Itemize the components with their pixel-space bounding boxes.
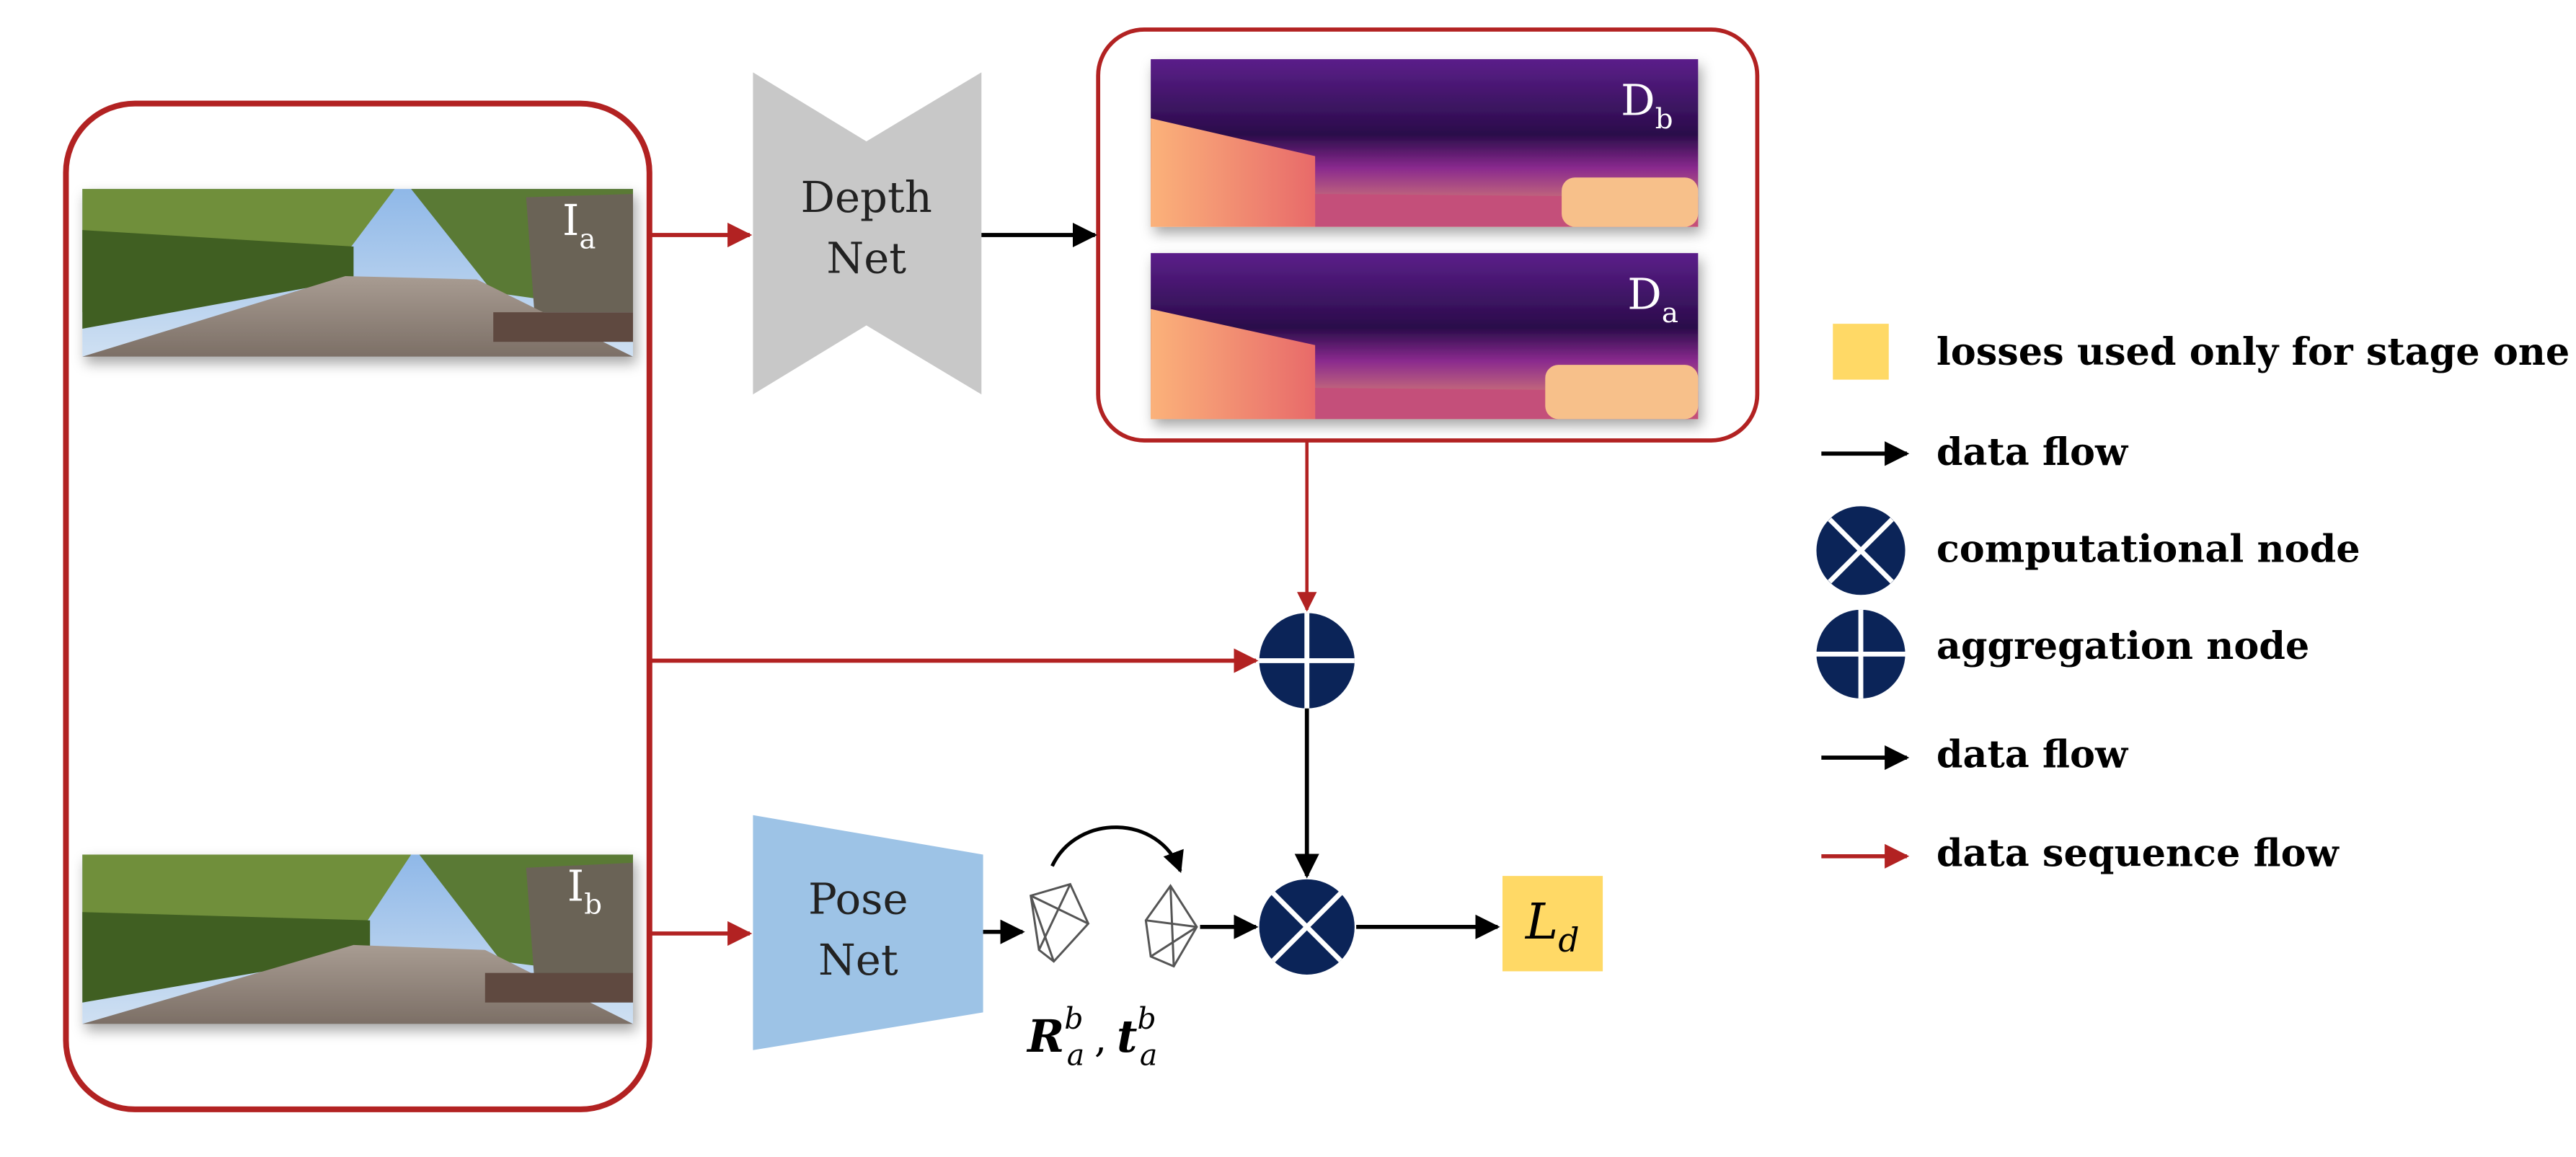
legend-label-loss: losses used only for stage one (1937, 330, 2570, 374)
image-a-label: Ia (562, 195, 596, 255)
yellow-square-icon (1833, 324, 1889, 380)
image-b (82, 854, 633, 1024)
arrow-camera-transform (1050, 825, 1184, 874)
legend-label-sequence-flow: data sequence flow (1937, 831, 2340, 875)
aggregation-node-icon (1816, 609, 1906, 699)
legend-label-data-flow-2: data flow (1937, 733, 2129, 777)
pose-net-block (753, 815, 983, 1050)
image-b-label: Ib (567, 861, 602, 921)
computational-node-icon (1259, 879, 1355, 975)
depth-net-label-2: Net (826, 233, 906, 283)
legend: losses used only for stage one data flow… (1816, 324, 2570, 875)
loss-label: Ld (1524, 894, 1580, 959)
depth-a-label: Da (1627, 270, 1678, 329)
camera-b-icon (1144, 884, 1198, 968)
pose-net-label-2: Net (818, 935, 898, 985)
input-frame (63, 100, 652, 1112)
loss-box (1502, 876, 1603, 972)
image-a (82, 189, 633, 357)
aggregation-node-icon (1259, 613, 1355, 709)
depth-net-block (753, 72, 982, 395)
legend-label-computational: computational node (1937, 528, 2360, 572)
depth-maps-frame (1096, 27, 1760, 443)
camera-a-icon (1030, 882, 1090, 963)
depth-net-label-1: Depth (800, 172, 932, 222)
computational-node-icon (1816, 506, 1906, 595)
depth-map-b (1151, 59, 1699, 227)
legend-label-aggregation: aggregation node (1937, 624, 2309, 668)
legend-label-data-flow-1: data flow (1937, 430, 2129, 474)
depth-b-label: Db (1621, 76, 1673, 136)
pose-net-label-1: Pose (808, 874, 908, 924)
depth-map-a (1151, 253, 1699, 420)
